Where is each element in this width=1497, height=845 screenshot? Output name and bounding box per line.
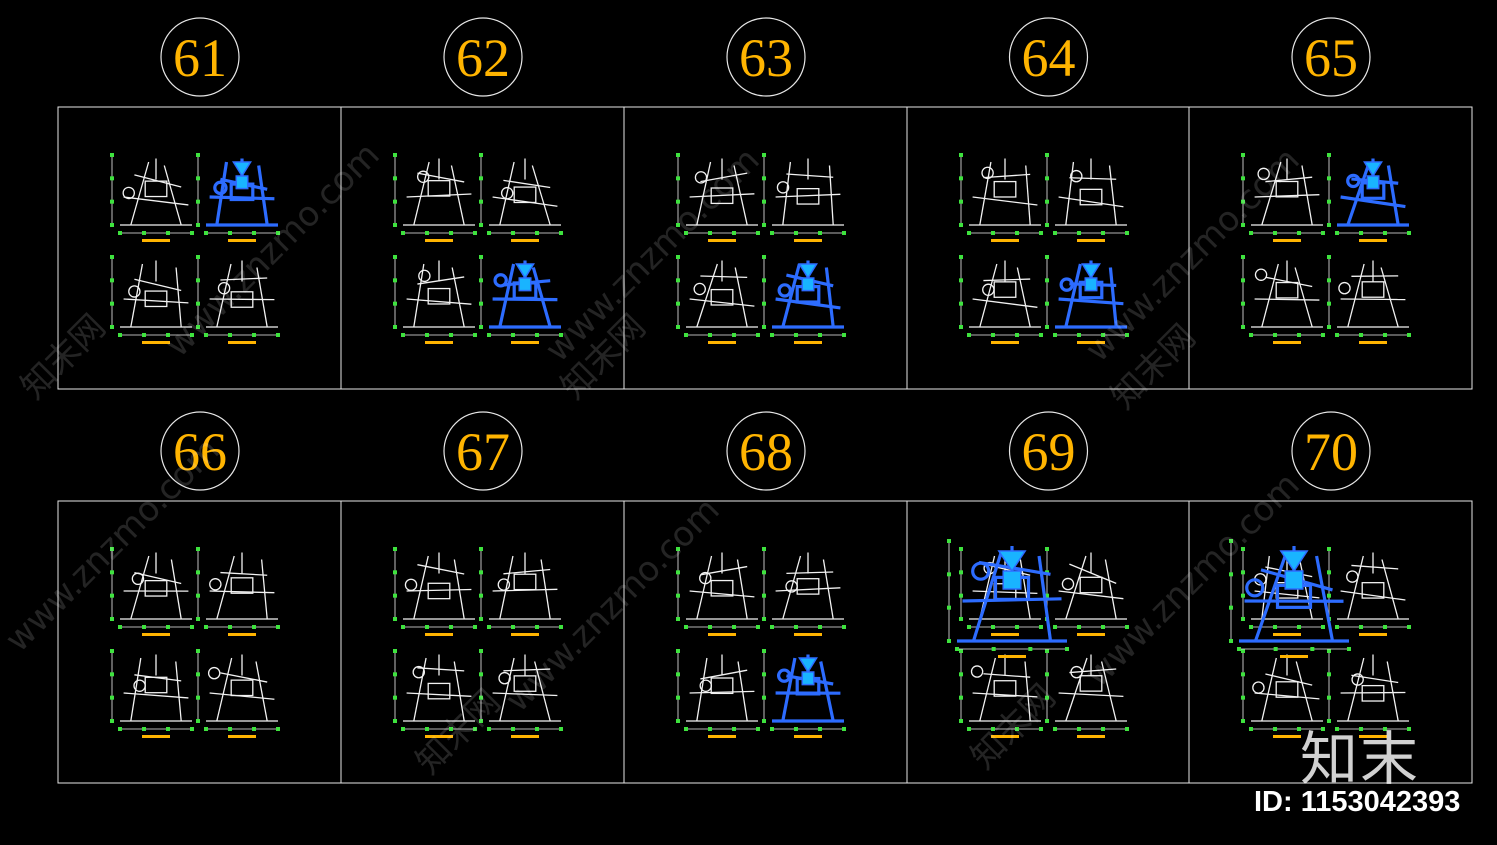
panel-number-label: 70 <box>1304 422 1358 482</box>
panel-62: 62 <box>340 17 625 390</box>
panel-69: 69 <box>906 411 1190 784</box>
panel-frame <box>57 500 342 784</box>
panel-63: 63 <box>623 17 908 390</box>
equipment-view <box>1327 547 1411 636</box>
brand-watermark-logo: 知末 <box>1300 725 1421 793</box>
number-circle <box>726 17 806 97</box>
panel-67: 67 <box>340 411 625 784</box>
equipment-view <box>110 153 194 242</box>
panel-61: 61 <box>57 17 342 390</box>
panel-number-label: 62 <box>456 28 510 88</box>
number-circle <box>1008 17 1089 97</box>
equipment-view <box>479 649 563 738</box>
equipment-view <box>676 547 760 636</box>
panel-frame <box>340 106 625 390</box>
number-circle <box>160 411 240 491</box>
equipment-view <box>1241 255 1325 344</box>
panel-66: 66 <box>57 411 342 784</box>
highlighted-equipment-view <box>1327 153 1411 242</box>
equipment-view <box>676 649 760 738</box>
panel-number-label: 66 <box>173 422 227 482</box>
panel-68: 68 <box>623 411 908 784</box>
panel-70: 70 <box>1188 411 1473 784</box>
highlighted-equipment-view <box>762 649 846 738</box>
equipment-view <box>196 649 280 738</box>
equipment-view <box>393 547 477 636</box>
highlighted-equipment-view <box>196 153 280 242</box>
panel-65: 65 <box>1188 17 1473 390</box>
panel-frame <box>623 106 908 390</box>
highlighted-equipment-view <box>479 255 563 344</box>
panel-frame <box>57 106 342 390</box>
panel-number-label: 69 <box>1022 422 1076 482</box>
number-circle <box>160 17 240 97</box>
equipment-view <box>110 547 194 636</box>
equipment-view <box>196 255 280 344</box>
panel-64: 64 <box>906 17 1190 390</box>
equipment-view <box>1045 649 1129 738</box>
highlighted-equipment-view <box>762 255 846 344</box>
equipment-view <box>676 255 760 344</box>
panel-frame <box>906 106 1190 390</box>
equipment-view <box>479 153 563 242</box>
equipment-view <box>959 547 1043 636</box>
panel-number-label: 61 <box>173 28 227 88</box>
number-circle <box>443 17 523 97</box>
equipment-view <box>959 153 1043 242</box>
highlighted-equipment-view <box>947 539 1069 658</box>
equipment-view <box>1045 547 1129 636</box>
equipment-view <box>393 255 477 344</box>
highlighted-equipment-view <box>1229 539 1351 658</box>
equipment-view <box>110 255 194 344</box>
equipment-view <box>1327 649 1411 738</box>
number-circle <box>1291 17 1371 97</box>
panel-number-label: 64 <box>1022 28 1076 88</box>
equipment-view <box>110 649 194 738</box>
equipment-view <box>1241 649 1325 738</box>
number-circle <box>726 411 806 491</box>
equipment-view <box>1241 153 1325 242</box>
equipment-view <box>393 153 477 242</box>
equipment-view <box>393 649 477 738</box>
panel-frame <box>1188 500 1473 784</box>
panel-number-label: 67 <box>456 422 510 482</box>
number-circle <box>443 411 523 491</box>
equipment-view <box>762 547 846 636</box>
equipment-view <box>1045 153 1129 242</box>
equipment-view <box>676 153 760 242</box>
panel-number-label: 68 <box>739 422 793 482</box>
equipment-view <box>196 547 280 636</box>
panel-number-label: 63 <box>739 28 793 88</box>
number-circle <box>1291 411 1371 491</box>
number-circle <box>1008 411 1089 491</box>
equipment-view <box>959 649 1043 738</box>
panel-frame <box>623 500 908 784</box>
equipment-view <box>959 255 1043 344</box>
highlighted-equipment-view <box>1045 255 1129 344</box>
panel-frame <box>1188 106 1473 390</box>
equipment-view <box>762 153 846 242</box>
panel-number-label: 65 <box>1304 28 1358 88</box>
image-id-label: ID: 1153042393 <box>1254 786 1461 818</box>
equipment-view <box>479 547 563 636</box>
panel-frame <box>340 500 625 784</box>
equipment-view <box>1327 255 1411 344</box>
